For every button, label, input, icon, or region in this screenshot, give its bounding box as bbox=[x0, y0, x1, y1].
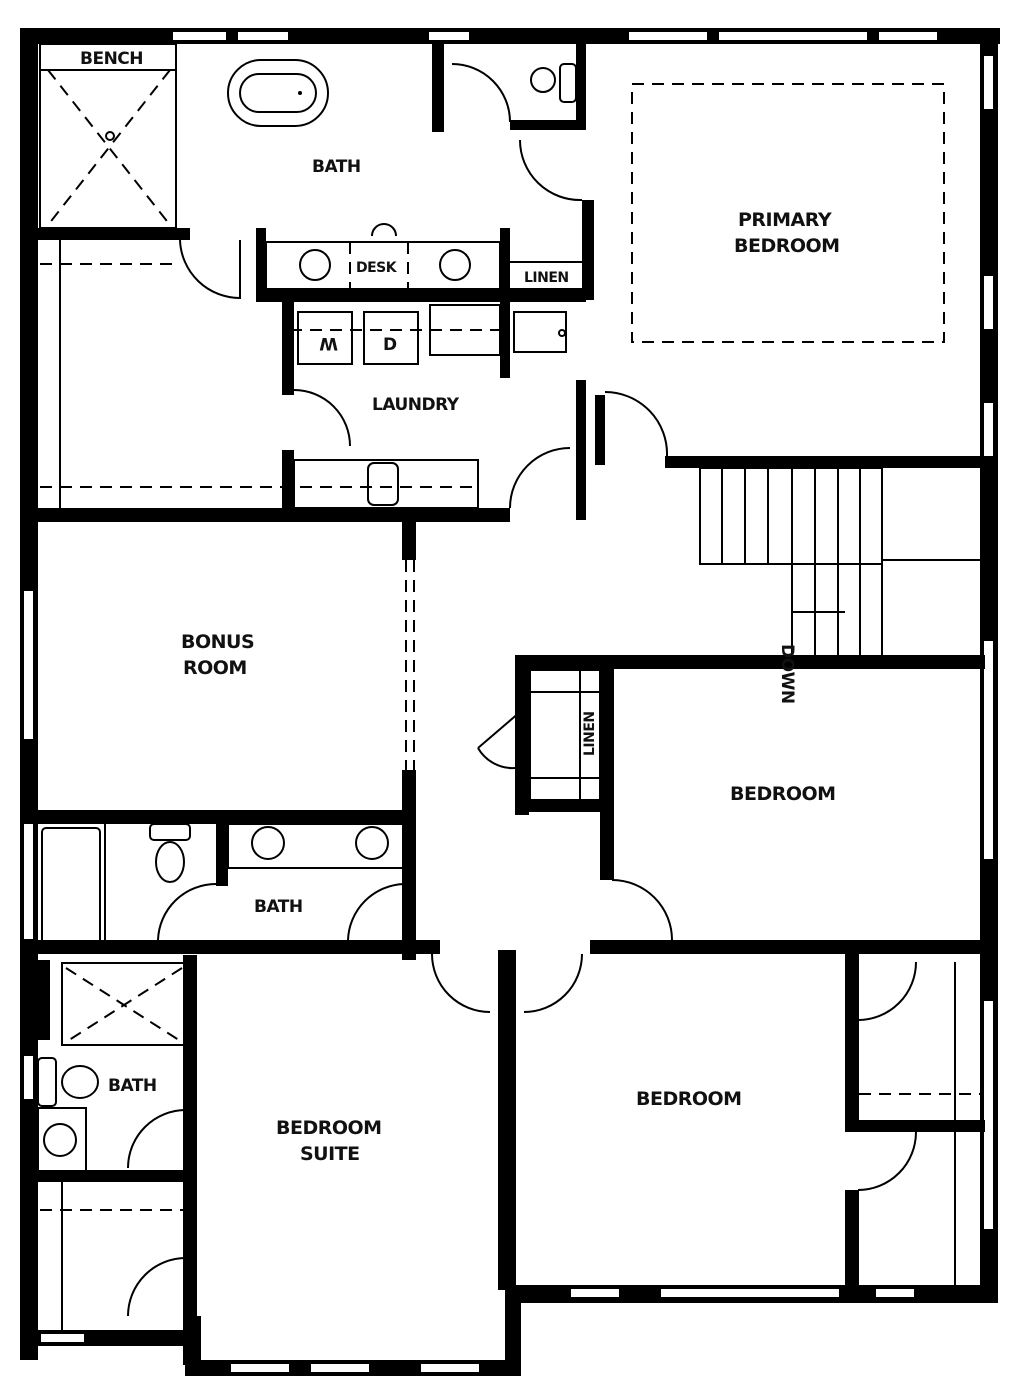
room-labels: BENCH BATH DESK LINEN LAUNDRY PRIMARY BE… bbox=[80, 49, 840, 1165]
tray-ceiling-outline bbox=[631, 83, 945, 343]
primary-bath-label: BATH bbox=[312, 157, 361, 177]
primary-bedroom-label-line2: BEDROOM bbox=[734, 235, 840, 257]
stairs-down-label: DOWN bbox=[777, 644, 797, 704]
dryer-label: D bbox=[383, 335, 397, 355]
bathtub-icon bbox=[227, 59, 329, 127]
sink-icon bbox=[439, 249, 471, 281]
bedroom-suite-label-line2: SUITE bbox=[300, 1143, 360, 1165]
desk-label: DESK bbox=[356, 260, 398, 276]
interior-walls bbox=[20, 43, 985, 1365]
bedroom-south-label: BEDROOM bbox=[636, 1088, 742, 1110]
hall-bath-label: BATH bbox=[254, 897, 303, 917]
laundry-label: LAUNDRY bbox=[372, 395, 460, 415]
toilet-icon bbox=[155, 841, 185, 883]
linen-upper-label: LINEN bbox=[524, 270, 569, 286]
toilet-icon bbox=[61, 1065, 99, 1099]
primary-bedroom-label-line1: PRIMARY bbox=[738, 209, 832, 231]
stairs: DOWN bbox=[699, 467, 980, 704]
fixtures: W D LINEN bbox=[37, 59, 980, 1330]
sink-icon bbox=[251, 826, 285, 860]
bonus-room-label-line1: BONUS bbox=[181, 631, 254, 653]
sink-icon bbox=[299, 249, 331, 281]
doors bbox=[127, 63, 917, 1317]
washer-label: W bbox=[319, 333, 338, 353]
bedroom-east-label: BEDROOM bbox=[730, 783, 836, 805]
sink-icon bbox=[355, 826, 389, 860]
sink-icon bbox=[43, 1123, 77, 1157]
bench-label: BENCH bbox=[80, 49, 143, 69]
linen-hall-label: LINEN bbox=[582, 711, 598, 756]
toilet-icon bbox=[530, 67, 556, 93]
bonus-room-label-line2: ROOM bbox=[183, 657, 247, 679]
bedroom-suite-label-line1: BEDROOM bbox=[276, 1117, 382, 1139]
suite-bath-label: BATH bbox=[108, 1076, 157, 1096]
